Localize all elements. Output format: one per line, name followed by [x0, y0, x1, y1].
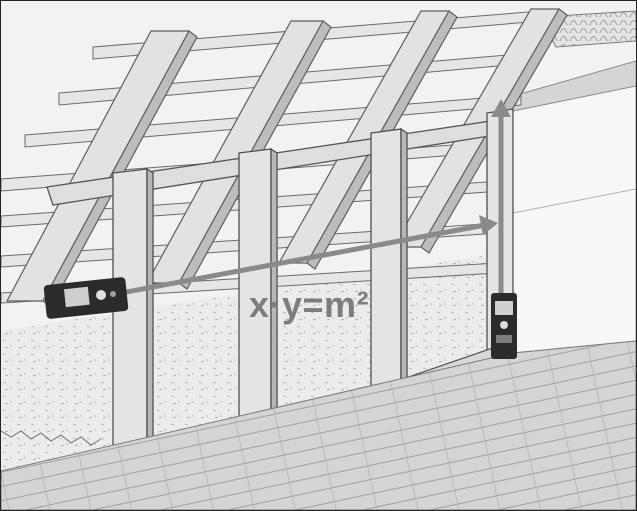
drywall: [513, 86, 636, 353]
laser-meter-vertical: [491, 293, 517, 359]
area-formula: x·y=m²: [249, 284, 369, 326]
